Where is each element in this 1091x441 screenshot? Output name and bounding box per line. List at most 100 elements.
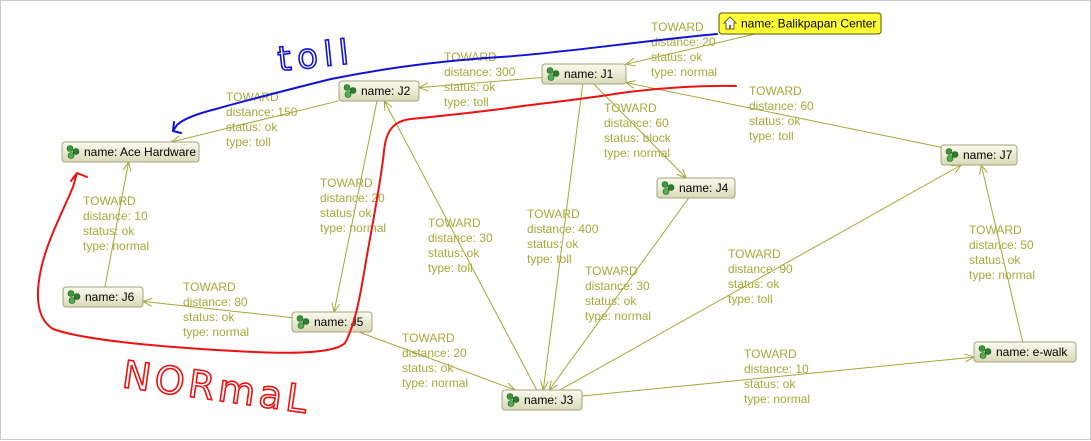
edge-label-line: status: ok: [728, 277, 780, 291]
edge-label-line: distance: 400: [527, 222, 599, 236]
edge-line[interactable]: [581, 356, 975, 397]
edge-label-line: type: normal: [744, 392, 810, 406]
edge-line[interactable]: [142, 300, 293, 319]
node-ewalk[interactable]: name: e-walk: [973, 341, 1077, 363]
node-ace[interactable]: name: Ace Hardware: [61, 141, 200, 163]
node-label: name: e-walk: [996, 345, 1068, 359]
edge-label-line: type: toll: [444, 95, 489, 109]
edge-label-line: distance: 80: [183, 295, 248, 309]
edge-label-line: type: normal: [83, 239, 149, 253]
edge-label-line: distance: 20: [320, 191, 385, 205]
node-J1[interactable]: name: J1: [541, 63, 627, 85]
node-J6[interactable]: name: J6: [62, 286, 144, 308]
edge-line[interactable]: [559, 164, 962, 391]
edge-line[interactable]: [171, 100, 340, 143]
node-label: name: J1: [564, 67, 614, 81]
edge-label-line: distance: 150: [226, 105, 298, 119]
edge-line[interactable]: [418, 76, 543, 89]
node-icon: [978, 345, 992, 359]
edge-label-line: TOWARD: [83, 194, 136, 208]
node-label: name: Balikpapan Center: [741, 17, 876, 31]
node-box[interactable]: [718, 12, 882, 35]
edge-label-line: status: ok: [226, 120, 278, 134]
node-J4[interactable]: name: J4: [656, 177, 736, 199]
node-icon: [945, 148, 959, 162]
edge-line[interactable]: [980, 164, 1024, 343]
normal-route-annotation: [36, 84, 737, 354]
edge-label-line: distance: 60: [749, 99, 814, 113]
edge-label-line: type: normal: [969, 268, 1035, 282]
edge-label-line: distance: 20: [402, 346, 467, 360]
edge-line[interactable]: [593, 83, 687, 179]
node-icon: [296, 315, 310, 329]
edge-label-line: status: ok: [969, 253, 1021, 267]
node-icon: [343, 84, 357, 98]
node-box[interactable]: [656, 177, 736, 199]
node-box[interactable]: [973, 341, 1077, 363]
node-label: name: J6: [85, 290, 135, 304]
edge-label-line: distance: 300: [444, 65, 516, 79]
node-box[interactable]: [501, 389, 583, 411]
edge-label-line: TOWARD: [226, 90, 279, 104]
node-J2[interactable]: name: J2: [338, 80, 420, 102]
node-box[interactable]: [541, 63, 627, 85]
node-J7[interactable]: name: J7: [940, 144, 1018, 166]
edge-label-line: type: toll: [428, 261, 473, 275]
edge-label-line: status: ok: [585, 294, 637, 308]
node-J3[interactable]: name: J3: [501, 389, 583, 411]
edge-label-line: TOWARD: [604, 101, 657, 115]
node-icon: [506, 393, 520, 407]
edge-line[interactable]: [358, 331, 516, 391]
edge-label-line: distance: 60: [604, 116, 669, 130]
node-label: name: J7: [963, 148, 1013, 162]
node-box[interactable]: [338, 80, 420, 102]
edge-label-line: TOWARD: [428, 216, 481, 230]
edge-label-line: TOWARD: [585, 264, 638, 278]
edge-line[interactable]: [625, 33, 756, 65]
edge-line[interactable]: [625, 82, 942, 148]
node-label: name: J5: [314, 315, 364, 329]
edge-label-line: TOWARD: [183, 280, 236, 294]
node-label: name: J4: [679, 181, 729, 195]
toll-route-annotation: [172, 33, 718, 134]
edge-label-line: status: ok: [444, 80, 496, 94]
nodes-layer: name: Balikpapan Center name: J1 name: J2 n…: [61, 12, 1077, 411]
edge-line[interactable]: [104, 161, 130, 288]
node-label: name: J2: [361, 84, 411, 98]
edge-label-line: TOWARD: [527, 207, 580, 221]
node-box[interactable]: [62, 286, 144, 308]
edge-center-J1[interactable]: [624, 33, 756, 67]
node-icon: [67, 290, 81, 304]
edge-label-line: status: ok: [749, 114, 801, 128]
edge-label-line: type: toll: [226, 135, 271, 149]
edge-label-line: status: ok: [651, 50, 703, 64]
edge-arrowhead: [951, 164, 963, 174]
edge-label-line: status: ok: [183, 310, 235, 324]
edge-line[interactable]: [542, 83, 584, 391]
edge-line[interactable]: [333, 100, 378, 313]
edge-label-line: distance: 50: [969, 238, 1034, 252]
edge-label-line: distance: 30: [585, 279, 650, 293]
edge-line[interactable]: [548, 197, 690, 391]
edge-label-line: TOWARD: [402, 331, 455, 345]
node-center[interactable]: name: Balikpapan Center: [718, 12, 882, 35]
node-box[interactable]: [940, 144, 1018, 166]
node-J5[interactable]: name: J5: [291, 311, 373, 333]
edge-line[interactable]: [383, 100, 538, 391]
toll-annotation-text: toll: [276, 32, 357, 80]
node-box[interactable]: [61, 141, 200, 163]
edge-label-line: TOWARD: [320, 176, 373, 190]
